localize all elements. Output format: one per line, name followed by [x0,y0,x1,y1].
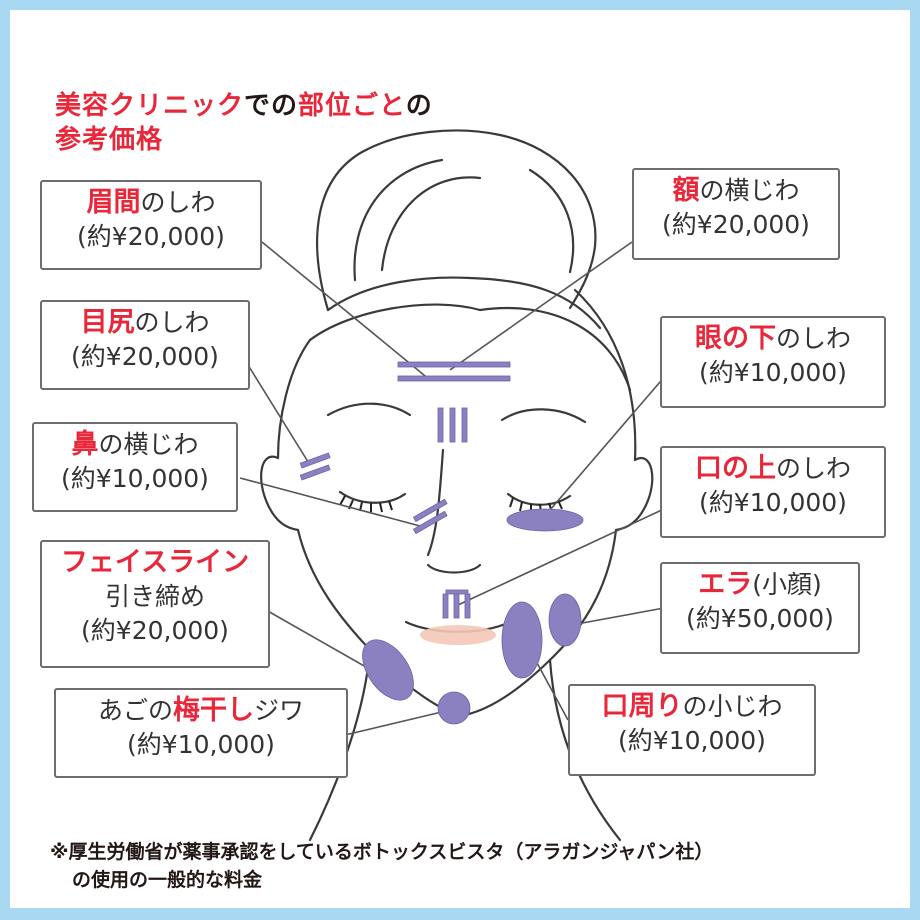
head-outline [276,338,312,460]
glabella-marker [437,407,444,443]
nose-marker [412,510,448,535]
label-highlight: エラ [698,569,753,600]
nose-marker [412,498,448,523]
label-text: (小顔) [752,570,822,599]
right-ear [614,456,654,532]
treatment-markers [299,361,584,725]
undereye-marker [506,508,584,532]
label-price: (約¥10,000) [699,358,847,387]
label-highlight: フェイスライン [60,547,250,578]
upperlip-marker [445,589,469,595]
label-highlight: 眼の下 [694,323,776,354]
label-text: ジワ [254,696,305,725]
chin-marker [437,691,471,725]
label-faceline: フェイスライン 引き締め (約¥20,000) [40,540,270,668]
label-price: (約¥10,000) [61,464,209,493]
label-highlight: 目尻 [80,307,135,338]
title-line-1: 美容クリニックでの部位ごとの [55,90,433,122]
head-outline [573,288,637,462]
label-price: (約¥10,000) [699,488,847,517]
label-text: のしわ [775,454,851,483]
title-dark-2: の [405,91,433,121]
label-price: (約¥20,000) [77,222,225,251]
label-highlight: 口の上 [694,453,776,484]
upperlip-marker [464,593,471,619]
crowsfeet-marker [299,452,331,469]
lip-tint [420,625,496,645]
label-price: (約¥20,000) [81,616,229,645]
title-red-2: 部位ごと [298,91,406,121]
crowsfeet-marker [299,464,331,481]
footnote-line-1: ※厚生労働省が薬事承認をしているボトックスビスタ（アラガンジャパン社） [50,841,714,863]
title-dark-1: での [244,91,299,121]
title-line-2: 参考価格 [55,125,164,155]
label-highlight: 口周り [601,691,683,722]
label-masseter: エラ(小顔) (約¥50,000) [660,562,860,654]
label-undereye: 眼の下のしわ (約¥10,000) [660,316,886,408]
infographic-canvas: 美容クリニックでの部位ごとの 参考価格 眉間のしわ (約¥20,000) 目尻の… [10,10,910,908]
label-highlight: 梅干し [173,695,254,726]
label-text: あごの [97,696,173,725]
forehead-marker [397,375,511,382]
hair-bun-line [528,168,575,274]
label-text: の横じわ [98,430,199,459]
label-nose: 鼻の横じわ (約¥10,000) [32,422,238,512]
nose-bottom [426,563,482,574]
glabella-marker [461,407,468,443]
masseter-marker [548,593,582,647]
left-eye [338,490,407,504]
jaw-right [463,528,618,717]
hair-bun-line [353,158,444,282]
faceline-marker [362,639,414,701]
label-text: のしわ [134,308,210,337]
label-text: のしわ [140,188,216,217]
label-crowsfeet: 目尻のしわ (約¥20,000) [40,300,250,390]
mouth-marker [501,601,543,679]
left-ear [260,455,300,532]
leader-lines [239,241,667,736]
left-eyebrow [326,402,412,417]
glabella-marker [449,407,456,443]
label-mouth: 口周りの小じわ (約¥10,000) [568,684,816,776]
label-forehead: 額の横じわ (約¥20,000) [632,168,840,260]
hair-strand [478,306,632,392]
upperlip-marker [453,591,460,619]
label-highlight: 眉間 [86,187,141,218]
forehead-marker [397,361,511,368]
title-red-1: 美容クリニック [55,91,245,121]
label-text: の横じわ [699,176,800,205]
label-price: (約¥20,000) [662,210,810,239]
label-highlight: 鼻 [71,429,99,460]
label-glabella: 眉間のしわ (約¥20,000) [40,180,262,270]
face-illustration [239,129,667,842]
label-chin: あごの梅干しジワ (約¥10,000) [54,688,348,778]
label-price: (約¥50,000) [686,604,834,633]
hairline [326,276,602,330]
upperlip-marker [442,593,449,619]
hair-strand [308,303,482,342]
label-text: 引き締め [104,582,205,611]
label-price: (約¥10,000) [127,730,275,759]
label-price: (約¥20,000) [71,342,219,371]
hair-bun-line [380,176,482,272]
right-eye [506,492,572,506]
label-text: の小じわ [682,692,783,721]
eyelashes [339,495,563,514]
right-eyebrow [500,408,587,424]
label-highlight: 額 [672,175,700,206]
label-upperlip: 口の上のしわ (約¥10,000) [660,446,886,538]
label-text: のしわ [775,324,851,353]
label-price: (約¥10,000) [618,726,766,755]
footnote-line-2: の使用の一般的な料金 [72,869,263,891]
hair-bun [316,129,597,312]
